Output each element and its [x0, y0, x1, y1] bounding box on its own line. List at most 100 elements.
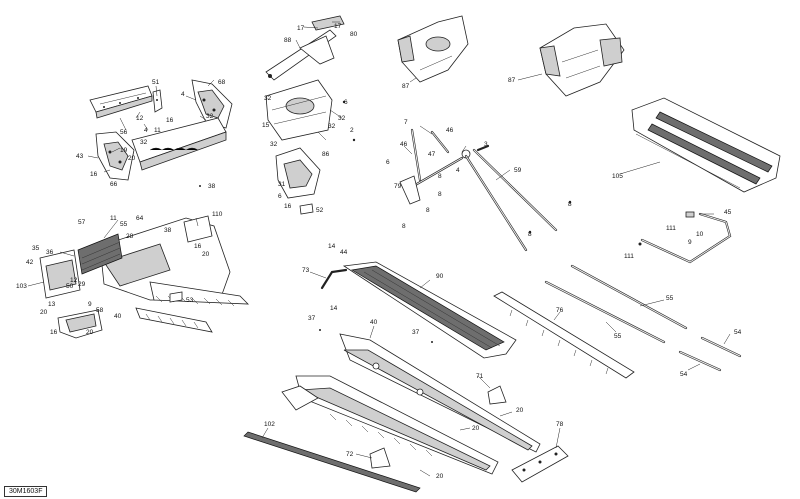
part-link-arms	[399, 128, 471, 205]
callout-32: 32	[264, 95, 272, 102]
part-bracket-51	[152, 89, 163, 113]
callout-4: 4	[181, 91, 185, 98]
callout-78: 78	[556, 421, 564, 428]
callout-6: 6	[344, 99, 348, 106]
callout-46: 46	[446, 127, 454, 134]
part-plate-78	[511, 445, 569, 483]
callout-44: 44	[340, 249, 348, 256]
part-steering-support-88	[265, 15, 345, 81]
callout-86: 86	[322, 151, 330, 158]
callout-40: 40	[370, 319, 378, 326]
callout-71: 71	[476, 373, 484, 380]
part-side-panel-40	[339, 333, 541, 453]
callout-42: 42	[26, 259, 34, 266]
callout-102: 102	[264, 421, 275, 428]
callout-4: 4	[144, 127, 148, 134]
callout-20: 20	[202, 251, 210, 258]
callout-76: 76	[556, 307, 564, 314]
callout-10: 10	[696, 231, 704, 238]
callout-105: 105	[612, 173, 623, 180]
callout-72: 72	[346, 451, 354, 458]
callout-20: 20	[516, 407, 524, 414]
callout-11: 11	[154, 127, 161, 134]
callout-8: 8	[528, 231, 532, 238]
callout-45: 45	[724, 209, 732, 216]
part-center-frame	[265, 79, 333, 141]
part-plate-56	[89, 85, 153, 119]
part-struts-59	[464, 144, 558, 252]
part-front-frame	[99, 217, 250, 333]
callout-57: 57	[78, 219, 86, 226]
callout-59: 59	[514, 167, 522, 174]
callout-87: 87	[402, 83, 410, 90]
part-bracket-72	[369, 447, 391, 469]
callout-110: 110	[212, 211, 223, 218]
callout-32: 32	[328, 123, 336, 130]
callout-6: 6	[278, 193, 282, 200]
part-slide-rods-55	[544, 264, 688, 344]
part-bracket-86	[275, 147, 321, 199]
callout-73: 73	[302, 267, 310, 274]
diagram-reference-code: 30M1603F	[4, 486, 48, 497]
callout-20: 20	[86, 329, 94, 336]
callout-9: 9	[688, 239, 692, 246]
callout-16: 16	[194, 243, 202, 250]
part-tunnel-plate	[131, 117, 227, 171]
callout-43: 43	[76, 153, 84, 160]
hardware-fasteners	[199, 100, 642, 343]
callout-17: 17	[297, 25, 305, 32]
part-rear-tunnel-105	[631, 97, 781, 193]
callout-32: 32	[140, 139, 148, 146]
part-skid-plate-58	[57, 309, 103, 339]
callout-111: 111	[624, 253, 634, 260]
callout-2: 2	[350, 127, 354, 134]
callout-32: 32	[338, 115, 346, 122]
part-hook-73	[320, 268, 348, 290]
callout-15: 15	[262, 122, 270, 129]
callout-87: 87	[508, 77, 516, 84]
callout-46: 46	[400, 141, 408, 148]
callout-20: 20	[128, 155, 136, 162]
callout-20: 20	[436, 473, 444, 480]
part-radiator-57	[77, 233, 123, 275]
callout-29: 29	[78, 281, 86, 288]
callout-3: 3	[484, 141, 488, 148]
callout-8: 8	[438, 173, 442, 180]
callout-12: 12	[70, 277, 78, 284]
callout-50: 50	[66, 283, 74, 290]
part-running-board-90	[342, 261, 517, 359]
callout-111: 111	[666, 225, 676, 232]
part-front-bumper	[39, 249, 81, 299]
part-side-frame-66	[95, 131, 135, 181]
callout-14: 14	[328, 243, 336, 250]
callout-55: 55	[120, 221, 128, 228]
callout-47: 47	[428, 151, 436, 158]
callout-51: 51	[152, 79, 160, 86]
callout-68: 68	[218, 79, 226, 86]
part-bracket-71	[487, 385, 507, 405]
callout-16: 16	[166, 117, 174, 124]
callout-55: 55	[614, 333, 622, 340]
callout-90: 90	[436, 273, 444, 280]
callout-64: 64	[136, 215, 144, 222]
part-rail-76	[493, 291, 635, 379]
callout-88: 88	[284, 37, 292, 44]
callout-8: 8	[438, 191, 442, 198]
callout-54: 54	[734, 329, 742, 336]
callout-leaders	[27, 21, 731, 477]
part-rear-bumper-45	[640, 211, 732, 264]
callout-52: 52	[316, 207, 324, 214]
callout-7: 7	[404, 119, 408, 126]
callout-32: 32	[206, 113, 214, 120]
callout-66: 66	[110, 181, 118, 188]
callout-53: 53	[186, 297, 194, 304]
part-bracket-53	[169, 291, 183, 303]
part-plate-52	[299, 203, 314, 215]
callout-79: 79	[394, 183, 402, 190]
callout-16: 16	[284, 203, 292, 210]
callout-31: 31	[278, 181, 286, 188]
callout-17: 17	[334, 23, 342, 30]
callout-20: 20	[40, 309, 48, 316]
callout-8: 8	[402, 223, 406, 230]
callout-54: 54	[680, 371, 688, 378]
